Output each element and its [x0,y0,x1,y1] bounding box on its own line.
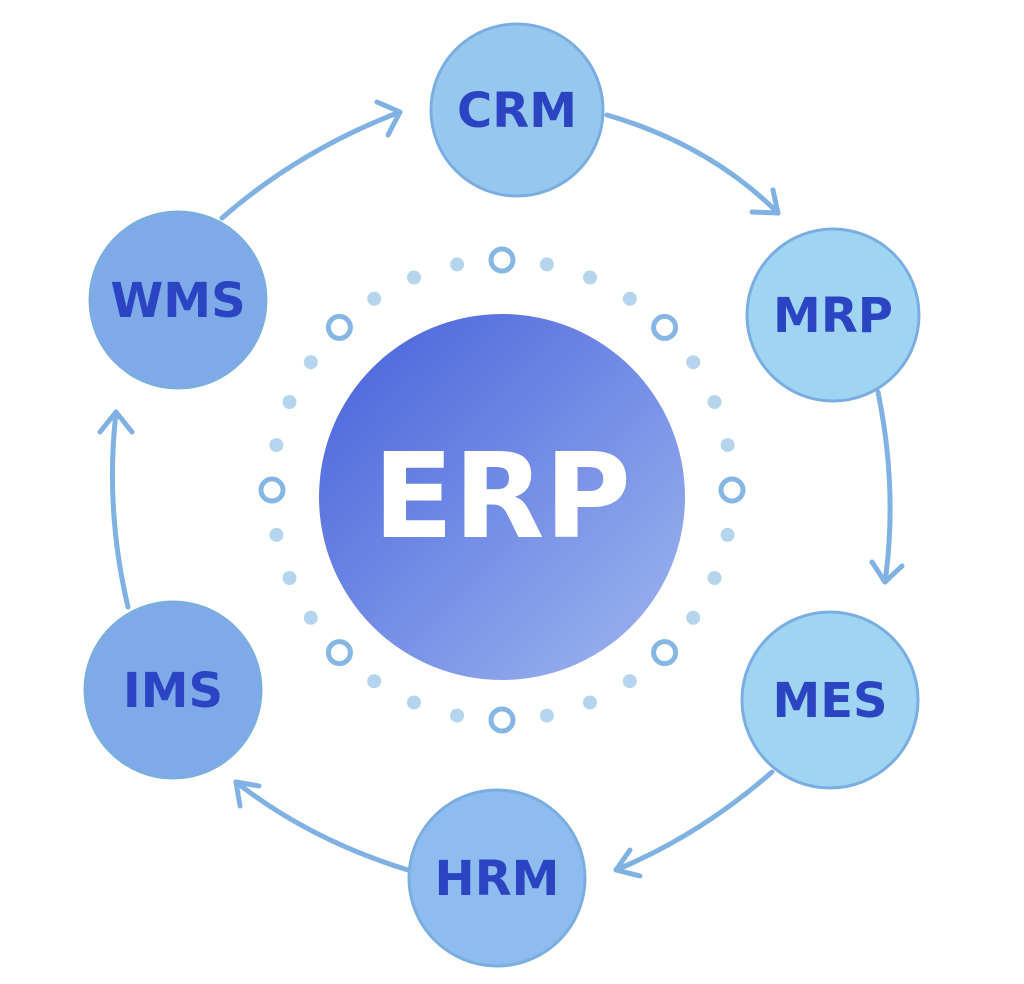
ring-dot [720,527,735,542]
ring-circle [651,639,679,667]
ring-dot [539,708,554,723]
module-node-mrp[interactable]: MRP [745,227,921,403]
ring-dot [282,395,297,409]
ring-circle [651,313,679,341]
ring-dot [269,438,284,453]
arrow-crm-to-mrp [604,112,781,216]
ring-dot [622,674,637,689]
ring-dot [583,270,597,285]
ring-dot [707,395,722,409]
ring-dot [367,674,382,689]
erp-center-node[interactable]: ERP [319,314,685,680]
arrow-mrp-to-mes [869,389,905,585]
module-label: WMS [110,273,245,329]
module-label: CRM [457,83,577,139]
ring-dot [450,708,465,723]
module-circle [88,210,268,390]
ring-dot [367,291,382,306]
module-circle [429,22,605,198]
ring-circle [325,639,353,667]
ring-circle [325,313,353,341]
module-label: MES [772,673,887,729]
ring-dot [269,527,284,542]
ring-dot [407,695,421,710]
ring-circle [488,246,516,274]
ring-dot [583,695,597,710]
ring-dot [450,257,465,272]
arrow-wms-to-crm [219,99,403,221]
arrow-mes-to-hrm [613,769,775,879]
module-node-hrm[interactable]: HRM [407,788,587,968]
ring-circle [258,476,286,504]
module-label: IMS [123,663,223,719]
erp-label: ERP [373,427,631,565]
module-circle [407,788,587,968]
ring-dot [282,571,297,585]
ring-dot [686,355,701,370]
ring-dot [407,270,421,285]
arrow-hrm-to-ims [233,779,411,873]
ring-dot [707,571,722,585]
arrow-ims-to-wms [97,409,135,610]
ring-dot [622,291,637,306]
module-circle [745,227,921,403]
module-label: MRP [773,288,893,344]
ring-dot [686,610,701,625]
module-label: HRM [435,851,560,907]
ring-dot [720,438,735,453]
module-node-ims[interactable]: IMS [83,600,263,780]
ring-dot [303,610,318,625]
module-circle [740,610,920,790]
module-node-mes[interactable]: MES [740,610,920,790]
ring-circle [718,476,746,504]
ring-circle [488,706,516,734]
module-node-crm[interactable]: CRM [429,22,605,198]
ring-dot [303,355,318,370]
decorative-dot-ring [258,246,746,734]
module-node-wms[interactable]: WMS [88,210,268,390]
module-circle [83,600,263,780]
ring-dot [539,257,554,272]
